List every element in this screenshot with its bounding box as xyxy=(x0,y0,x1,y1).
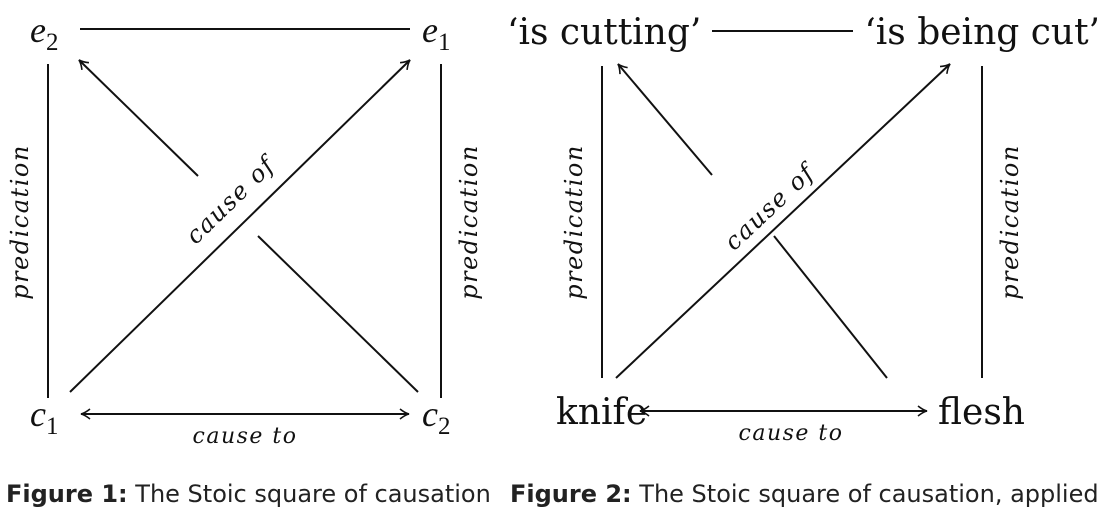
figure-2-caption-label: Figure 2: xyxy=(510,480,632,508)
node-flesh: flesh xyxy=(938,392,1025,433)
figure-1-caption-label: Figure 1: xyxy=(6,480,128,508)
figure-2-caption-text: The Stoic square of causation, applied xyxy=(631,480,1099,508)
figure-1-diagram: e2 e1 c1 c2 predication predication caus… xyxy=(6,10,483,449)
node-is-cutting: ‘is cutting’ xyxy=(507,12,701,53)
node-e1: e1 xyxy=(422,10,450,56)
upper-left-arrow xyxy=(617,63,713,176)
figure-1-caption: Figure 1: The Stoic square of causation xyxy=(6,480,491,508)
cause-of-diagonal-arrow xyxy=(615,63,951,379)
node-knife: knife xyxy=(556,392,647,433)
node-c1: c1 xyxy=(30,394,58,440)
right-predication-label: predication xyxy=(996,144,1024,300)
cause-of-diagonal-arrow xyxy=(69,59,411,393)
figure-2-caption: Figure 2: The Stoic square of causation,… xyxy=(510,480,1099,508)
node-is-being-cut: ‘is being cut’ xyxy=(864,12,1100,53)
cause-of-label: cause of xyxy=(719,157,822,256)
figure-1-caption-text: The Stoic square of causation xyxy=(127,480,491,508)
cause-to-label: cause to xyxy=(739,421,844,446)
right-predication-label: predication xyxy=(455,144,483,300)
left-predication-label: predication xyxy=(6,144,34,300)
lower-right-line xyxy=(257,235,419,393)
cause-to-label: cause to xyxy=(193,424,298,449)
upper-left-arrow xyxy=(78,59,199,177)
left-predication-label: predication xyxy=(560,144,588,300)
figure-2-diagram: ‘is cutting’ ‘is being cut’ knife flesh … xyxy=(507,12,1100,446)
node-c2: c2 xyxy=(422,394,450,440)
node-e2: e2 xyxy=(30,10,58,56)
lower-right-line xyxy=(773,235,888,379)
